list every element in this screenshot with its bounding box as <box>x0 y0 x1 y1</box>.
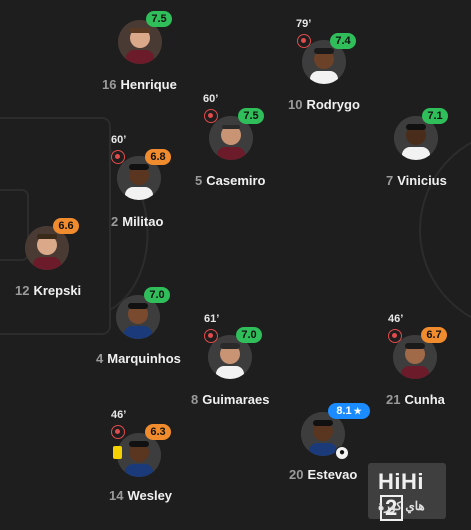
watermark-title-box: 2 <box>380 495 403 521</box>
rating-value: 8.1 <box>336 405 352 417</box>
watermark-title-text: HiHi <box>378 469 424 494</box>
substitution-minute: 79’ <box>296 18 312 30</box>
player-number: 2 <box>111 214 119 229</box>
player-name: Wesley <box>127 488 173 503</box>
substitution-icon <box>111 425 125 439</box>
substitution-minute: 60’ <box>203 93 219 105</box>
player-number: 12 <box>15 283 30 298</box>
watermark-subtitle: هاي كورة <box>378 499 425 513</box>
substitution-icon <box>204 109 218 123</box>
yellow-card-icon <box>113 446 122 459</box>
player-number: 20 <box>289 467 304 482</box>
substitution-icon <box>297 34 311 48</box>
rating-badge: 6.3 <box>145 424 171 440</box>
player-number: 21 <box>386 392 401 407</box>
rating-badge: 7.0 <box>236 327 262 343</box>
rating-badge: 7.0 <box>144 287 170 303</box>
watermark-logo: HiHi2 هاي كورة <box>368 463 446 521</box>
player-name: Marquinhos <box>107 351 181 366</box>
substitution-minute: 46’ <box>388 313 404 325</box>
player-number: 7 <box>386 173 394 188</box>
rating-badge: 7.5 <box>146 11 172 27</box>
rating-badge: 7.1 <box>422 108 448 124</box>
player-number: 14 <box>109 488 124 503</box>
player-avatar <box>208 335 252 379</box>
player-number: 10 <box>288 97 303 112</box>
player-number: 4 <box>96 351 104 366</box>
player-name: Casemiro <box>206 173 266 188</box>
player-name: Estevao <box>307 467 358 482</box>
player-avatar <box>302 40 346 84</box>
player-name: Krepski <box>33 283 82 298</box>
player-avatar <box>117 433 161 477</box>
player-name: Guimaraes <box>202 392 270 407</box>
player-number: 5 <box>195 173 203 188</box>
star-icon: ★ <box>353 406 362 416</box>
player-name: Cunha <box>404 392 445 407</box>
player-avatar <box>25 226 69 270</box>
rating-badge: 7.5 <box>238 108 264 124</box>
player-name: Henrique <box>120 77 177 92</box>
player-name: Militao <box>122 214 164 229</box>
watermark-title: HiHi2 <box>378 469 446 521</box>
rating-badge: 6.8 <box>145 149 171 165</box>
substitution-icon <box>204 329 218 343</box>
substitution-icon <box>111 150 125 164</box>
player-name: Vinicius <box>397 173 447 188</box>
substitution-minute: 61’ <box>204 313 220 325</box>
rating-badge: 6.6 <box>53 218 79 234</box>
substitution-minute: 60’ <box>111 134 127 146</box>
player-name: Rodrygo <box>306 97 360 112</box>
player-number: 16 <box>102 77 117 92</box>
player-avatar <box>301 412 345 456</box>
rating-badge: 6.7 <box>421 327 447 343</box>
soccer-ball-icon: ● <box>335 446 349 460</box>
substitution-minute: 46’ <box>111 409 127 421</box>
substitution-icon <box>388 329 402 343</box>
player-number: 8 <box>191 392 199 407</box>
rating-badge: 7.4 <box>330 33 356 49</box>
rating-badge: 8.1★ <box>328 403 370 419</box>
player-avatar <box>118 20 162 64</box>
